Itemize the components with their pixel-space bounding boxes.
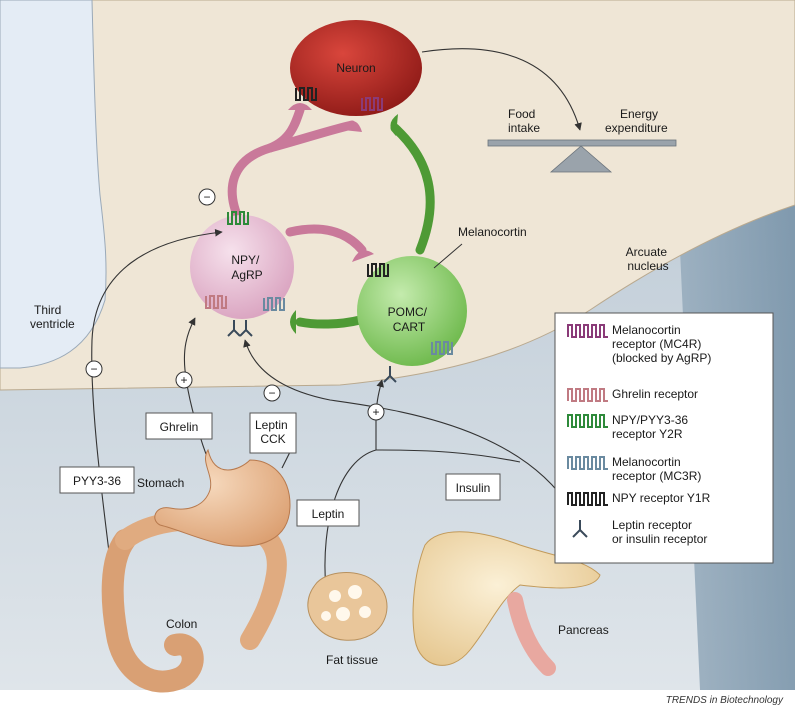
leptin-cck-box: Leptin CCK [249,412,297,454]
pomc-axon-terminals [290,114,398,334]
pyy-box: PYY3-36 [59,466,135,494]
ghrelin-receptor-icon [567,388,608,402]
pancreas-illustration [412,531,601,676]
leptin-signal-arrow [324,379,384,591]
stomach-illustration [154,448,291,547]
minus-sign-npy: − [203,190,210,204]
npy-axon-branches [227,105,367,255]
minus-sign-leptin: − [268,386,275,400]
svg-text:Ghrelin: Ghrelin [160,420,199,434]
y1r-receptor-icon [567,492,608,506]
svg-text:Leptin: Leptin [312,507,345,521]
balance-beam [487,139,677,147]
y2r-receptor-icon [567,414,608,428]
svg-text:PYY3-36: PYY3-36 [73,474,121,488]
plus-sign-pomc: + [372,405,379,419]
svg-text:Insulin: Insulin [456,481,491,495]
melanocortin-label: Melanocortin [458,225,527,239]
fat-tissue-label: Fat tissue [326,653,378,667]
insulin-box: Insulin [445,473,501,501]
pancreas-label: Pancreas [558,623,609,637]
insulin-signal-arrow [243,339,591,556]
legend-item: NPY receptor Y1R [567,491,711,506]
mc4r-receptor-icon [567,324,608,338]
plus-sign-ghrelin: + [180,373,187,387]
melanocortin-pointer [433,243,463,269]
third-ventricle-label: Third ventricle [30,303,75,331]
energy-expenditure-label: Energy expenditure [605,107,668,135]
mc3r-receptor-icon [567,456,608,470]
stomach-label: Stomach [137,476,184,490]
pomc-cart-cell [357,256,467,366]
journal-credit: TRENDS in Biotechnology [666,695,784,706]
colon-label: Colon [166,617,197,631]
legend-item-label: Ghrelin receptor [612,387,698,401]
leptin-insulin-receptor-icon [572,520,588,538]
npy-axon-terminals [288,103,374,262]
balance-fulcrum [549,145,613,173]
leptin-box: Leptin [296,499,360,527]
neuron-cell [290,20,422,116]
sign-circles: − − + − + [85,188,385,421]
svg-text:Leptin CCK: Leptin CCK [255,418,291,446]
minus-sign-pyy: − [90,362,97,376]
ghrelin-box: Ghrelin [145,412,213,440]
cell-receptors [205,87,453,383]
legend-item: Ghrelin receptor [567,387,698,402]
food-intake-label: Food intake [508,107,540,135]
legend-item-label: NPY receptor Y1R [612,491,711,505]
neuron-to-balance-arrow [421,48,582,131]
pomc-axon-branches [295,123,435,329]
npy-agrp-label: NPY/ AgRP [231,253,262,282]
leptin-insulin-branch [375,449,521,463]
neuron-label: Neuron [336,61,375,75]
arcuate-nucleus-label: Arcuate nucleus [626,245,671,273]
npy-agrp-cell [190,215,294,319]
pomc-cart-label: POMC/ CART [388,305,431,334]
fat-tissue-illustration [307,572,388,641]
third-ventricle-region [0,0,107,369]
